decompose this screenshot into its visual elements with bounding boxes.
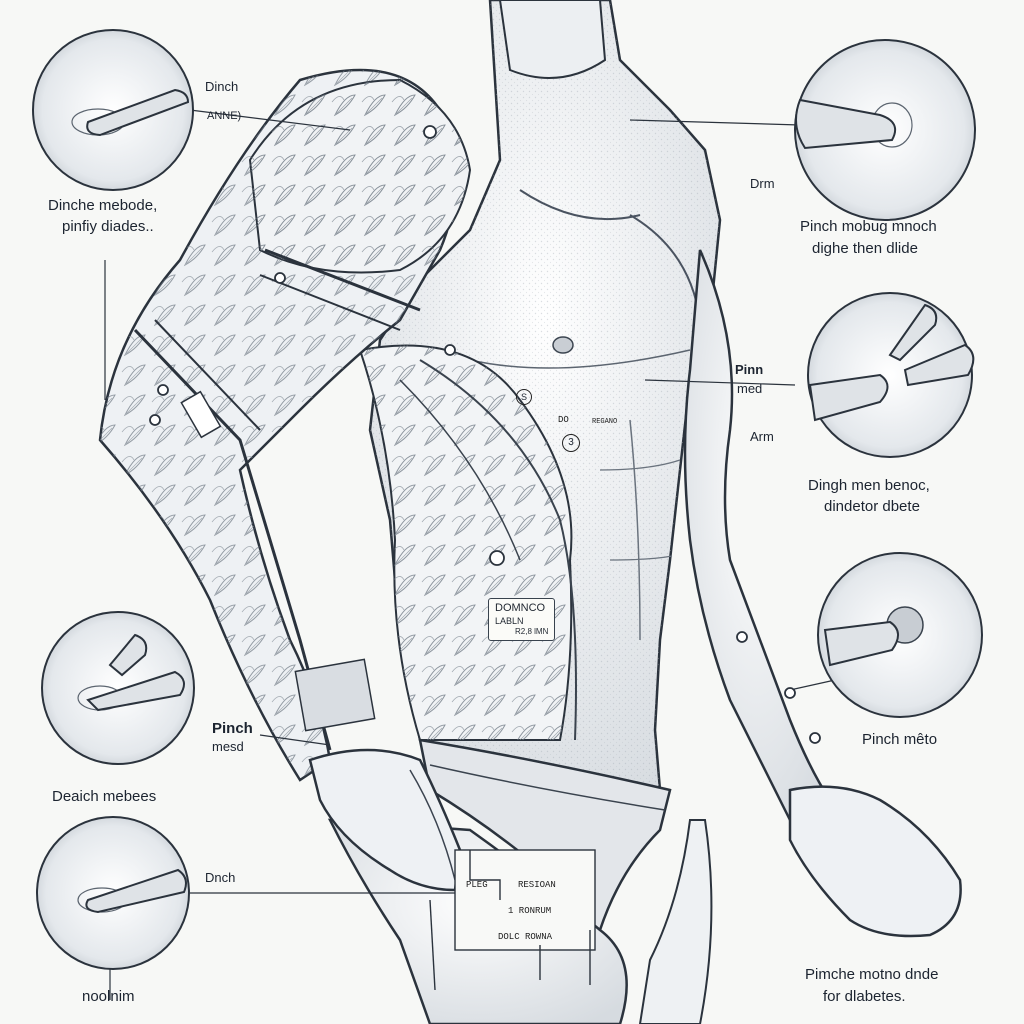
caption-top-right-1: Pinch mobug mnoch [800, 218, 937, 235]
thigh-chart [429, 849, 596, 991]
thigh-tag-ronrum: 1 RONRUM [508, 906, 552, 916]
marker-s: S [516, 389, 532, 405]
marker-dots [149, 125, 821, 744]
thigh-tag-pleg: PLEG [466, 880, 488, 890]
caption-mid-right-1: Dingh men benoc, [808, 477, 930, 494]
label-pinch: Pinch [212, 720, 253, 737]
inset-mid-left [41, 611, 195, 765]
inset-top-left [32, 29, 194, 191]
torso-tag-regano: REGANO [592, 418, 618, 426]
inset-lower-right [817, 552, 983, 718]
caption-mid-left: Deaich mebees [52, 788, 157, 805]
right-arm [683, 249, 962, 938]
inset-top-right [794, 39, 976, 221]
caption-bottom-left: noolnim [82, 988, 135, 1005]
label-dinch: Dinch [205, 79, 239, 94]
label-arm: Arm [750, 429, 774, 444]
label-pinn: Pinn [735, 362, 764, 377]
label-med: med [737, 381, 763, 396]
label-mesd: mesd [212, 739, 244, 754]
left-arm [98, 68, 472, 782]
caption-bottom-right-1: Pimche motno dnde [805, 966, 939, 983]
abdomen-tag-title: DOMNCO [495, 602, 546, 614]
caption-top-right-2: dighe then dlide [812, 240, 918, 257]
thigh-tag-resioan: RESIOAN [518, 880, 556, 890]
inset-circles [32, 29, 983, 970]
caption-lower-right: Pinch mêto [862, 731, 938, 748]
caption-mid-right-2: dindetor dbete [824, 498, 920, 515]
caption-top-left-1: Dinche mebode, [48, 197, 158, 214]
leader-lines [104, 109, 836, 1000]
label-dnch: Dnch [205, 870, 236, 885]
abdomen-tag-line3: R2,8 lMN [515, 627, 549, 636]
abdomen-label-tag: DOMNCO LABLN R2,8 lMN [488, 598, 556, 641]
label-drm: Drm [750, 176, 775, 191]
caption-top-left-2: pinfiy diades.. [62, 218, 154, 235]
inset-mid-right [807, 292, 975, 458]
label-anne: ANNE) [207, 110, 242, 122]
caption-bottom-right-2: for dlabetes. [823, 988, 906, 1005]
thigh-tag-dolc-rowna: DOLC ROWNA [498, 932, 553, 942]
torso-tag-do: DO [558, 415, 569, 425]
floral-tattoo-torso [358, 344, 577, 741]
underwear [418, 738, 672, 933]
inset-bottom-left [36, 816, 190, 970]
marker-3: 3 [562, 434, 580, 452]
abdomen-tag-line2: LABLN [495, 615, 524, 626]
